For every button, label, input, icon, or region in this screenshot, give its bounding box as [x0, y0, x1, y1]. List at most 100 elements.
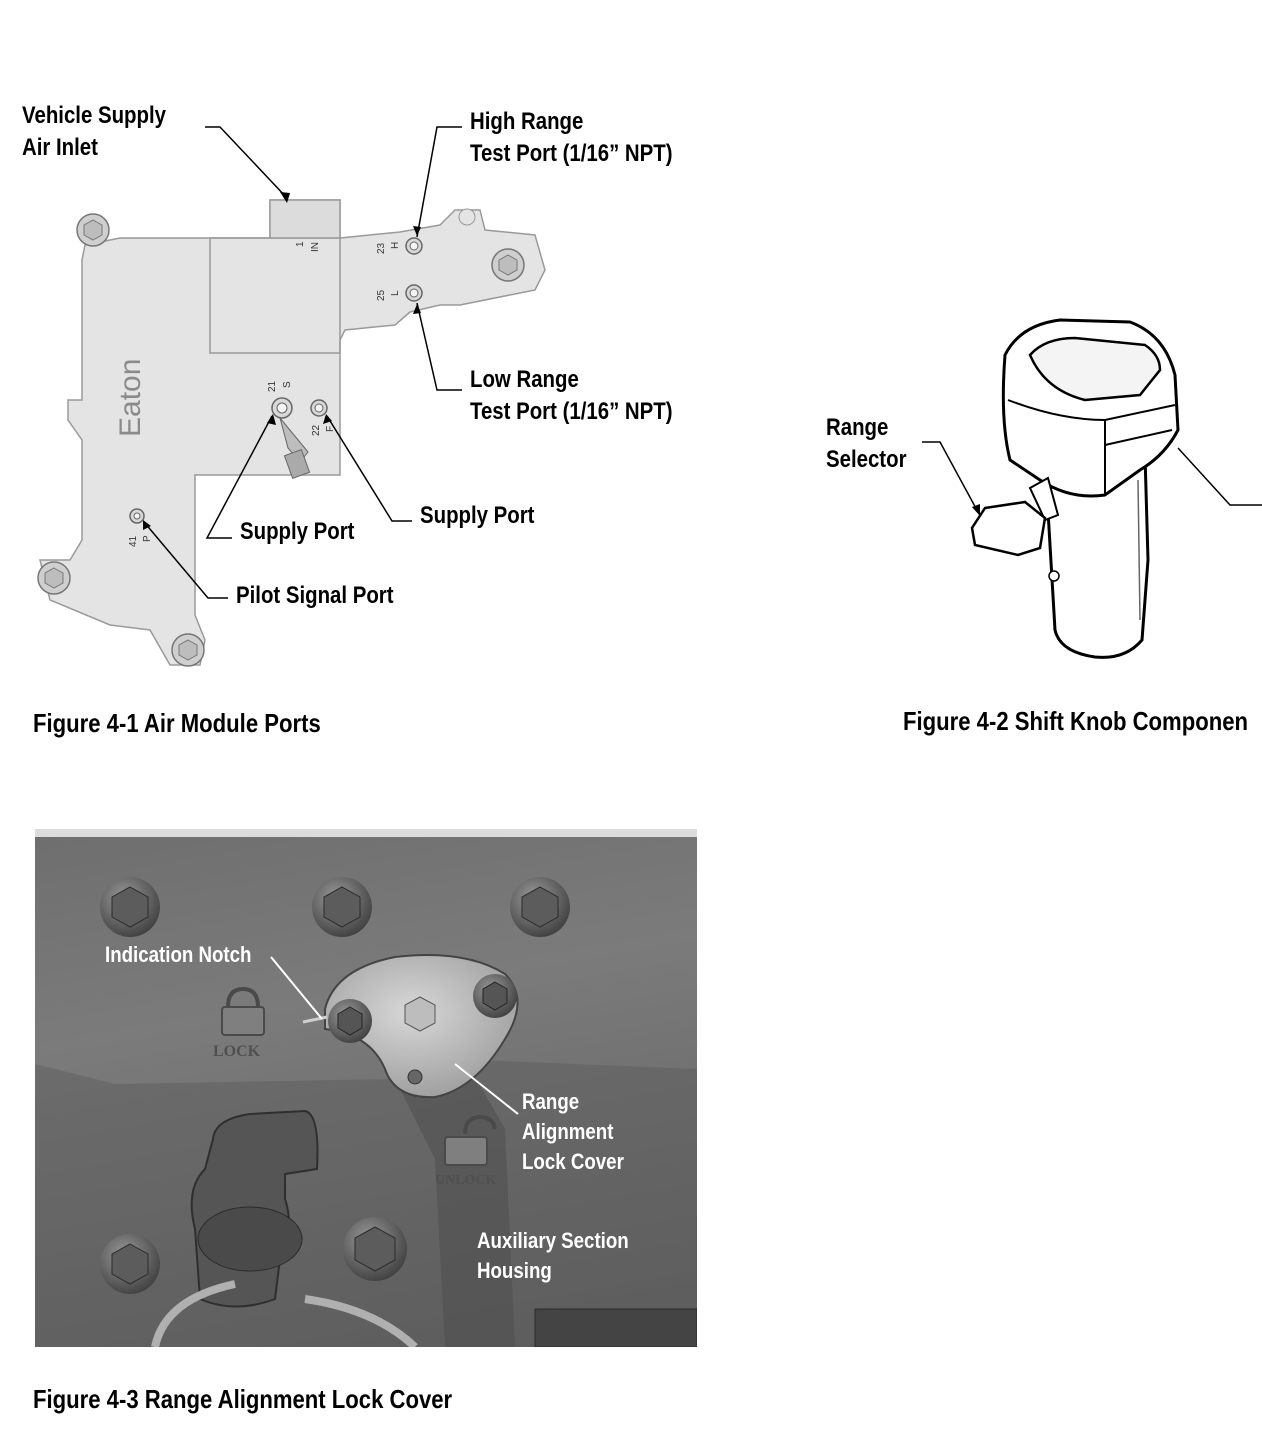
port-mark-in-code: IN — [310, 242, 321, 252]
label-high-range-test-port: High Range Test Port (1/16” NPT) — [470, 106, 673, 170]
lock-cover-hole — [407, 1069, 423, 1085]
eaton-brand: Eaton — [114, 359, 147, 437]
port-supply-f — [310, 399, 328, 417]
lock-cover-bolt — [473, 974, 517, 1018]
port-mark-s-num: 21 — [267, 380, 278, 392]
bolt-top-left — [76, 213, 110, 247]
port-mark-f-num: 22 — [311, 424, 322, 436]
label-auxiliary-section-housing: Auxiliary Section Housing — [477, 1226, 629, 1286]
range-alignment-photo: LOCK UNLOCK — [35, 829, 697, 1347]
label-vehicle-supply-line1: Vehicle Supply — [22, 102, 166, 129]
range-selector-lever — [1028, 476, 1060, 522]
svg-text:L: L — [390, 290, 401, 296]
unlock-embossed-text: UNLOCK — [435, 1173, 497, 1188]
label-supply-port-left: Supply Port — [240, 518, 355, 545]
inlet-boss — [269, 199, 341, 239]
shift-knob-shaft — [1043, 453, 1150, 659]
port-high-range — [405, 237, 423, 255]
ring-arc-right — [304, 1295, 418, 1347]
port-low-range — [405, 284, 423, 302]
svg-text:P: P — [142, 535, 153, 542]
label-range-alignment-lock-cover: Range Alignment Lock Cover — [522, 1087, 624, 1177]
port-mark-f-code: F — [325, 426, 336, 432]
shaft-screw — [1048, 570, 1060, 582]
port-mark-h-code: H — [390, 242, 401, 249]
figure-4-2-caption: Figure 4-2 Shift Knob Componen — [903, 706, 1248, 736]
range-selector-arrowhead — [972, 504, 980, 516]
bolt-bottom — [171, 633, 205, 667]
figure1-arrowheads — [143, 192, 421, 530]
svg-text:1: 1 — [295, 241, 306, 247]
range-selector-paddle — [970, 500, 1047, 557]
indication-notch-leader — [270, 956, 323, 1020]
housing-bolt — [312, 877, 372, 937]
lower-right-block — [534, 1308, 697, 1347]
svg-text:23: 23 — [376, 242, 387, 254]
shaft-highlight — [1137, 479, 1141, 621]
label-supply-port-right: Supply Port — [420, 502, 535, 529]
photo-scene: LOCK UNLOCK — [35, 829, 697, 1347]
label-low-range-line2: Test Port (1/16” NPT) — [470, 398, 673, 425]
port-supply-s — [271, 397, 293, 419]
small-lug — [458, 208, 476, 226]
label-low-range-test-port: Low Range Test Port (1/16” NPT) — [470, 364, 673, 428]
lower-bolt-left — [100, 1234, 160, 1294]
range-cover-leader — [454, 1063, 519, 1115]
lock-embossed-text: LOCK — [213, 1043, 261, 1060]
unlock-icon — [444, 1114, 497, 1166]
port-mark-s-code: S — [282, 381, 293, 388]
port-mark-l-num: 25 — [376, 289, 387, 301]
label-low-range-line1: Low Range — [470, 366, 579, 393]
housing-bolt — [510, 877, 570, 937]
offpage-leader — [1177, 447, 1262, 506]
range-selector-leader — [922, 441, 979, 513]
indication-notch-mark — [302, 1015, 328, 1024]
port-marks: 1 IN 23 H 25 L 21 S 22 F 41 P Eaton — [114, 241, 401, 547]
port-mark-h-num: 23 — [376, 242, 387, 254]
svg-text:21: 21 — [267, 380, 278, 392]
bolt-bottom-left — [37, 561, 71, 595]
svg-text:H: H — [390, 242, 401, 249]
figure1-leaders — [143, 126, 462, 599]
label-pilot-signal-port: Pilot Signal Port — [236, 582, 394, 609]
head-band-right — [1104, 429, 1173, 446]
svg-text:22: 22 — [311, 424, 322, 436]
port-mark-in-num: 1 — [295, 241, 306, 247]
label-range-selector: Range Selector — [826, 412, 907, 476]
label-vehicle-supply-air-inlet: Vehicle Supply Air Inlet — [22, 100, 166, 164]
label-indication-notch: Indication Notch — [105, 942, 252, 967]
bolt-right — [491, 248, 525, 282]
photo-ridge — [395, 1059, 515, 1347]
lock-cover-bolt — [328, 999, 372, 1043]
port-mark-p-code: P — [142, 535, 153, 542]
svg-text:41: 41 — [128, 535, 139, 547]
lock-icon — [221, 986, 265, 1036]
port-mark-p-num: 41 — [128, 535, 139, 547]
lock-cover-center-bolt — [404, 996, 436, 1032]
head-band — [1007, 399, 1176, 422]
figure-4-3-caption: Figure 4-3 Range Alignment Lock Cover — [33, 1384, 453, 1414]
fitting-nut — [197, 1206, 303, 1272]
photo-top-edge — [35, 829, 697, 837]
ring-arc — [151, 1280, 236, 1347]
label-range-selector-line2: Selector — [826, 446, 907, 473]
label-range-line3: Lock Cover — [522, 1149, 624, 1174]
label-high-range-line1: High Range — [470, 108, 584, 135]
port-mark-l-code: L — [390, 290, 401, 296]
svg-text:F: F — [325, 426, 336, 432]
fitting-sleeve — [283, 449, 311, 479]
label-aux-line2: Housing — [477, 1258, 552, 1283]
label-aux-line1: Auxiliary Section — [477, 1228, 629, 1253]
label-range-line1: Range — [522, 1089, 580, 1114]
label-vehicle-supply-line2: Air Inlet — [22, 134, 98, 161]
svg-text:Eaton: Eaton — [114, 359, 147, 437]
label-range-line2: Alignment — [522, 1119, 614, 1144]
housing-bolt — [100, 877, 160, 937]
svg-text:25: 25 — [376, 289, 387, 301]
label-range-selector-line1: Range — [826, 414, 889, 441]
label-high-range-line2: Test Port (1/16” NPT) — [470, 140, 673, 167]
lower-bolt-right — [343, 1217, 407, 1281]
shift-knob-top-window — [1028, 336, 1162, 402]
